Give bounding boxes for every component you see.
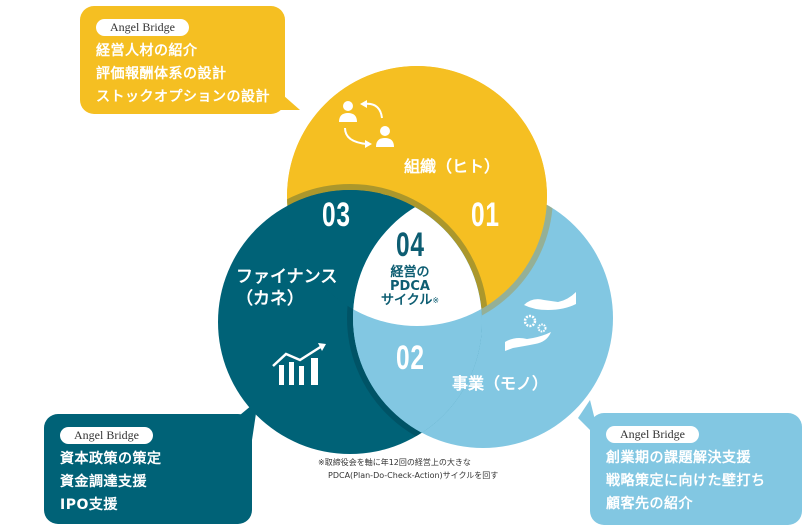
service-item: 評価報酬体系の設計	[96, 66, 227, 82]
service-item: 経営人材の紹介	[96, 43, 198, 59]
bubble-finance-services: Angel Bridge 資本政策の策定 資金調達支援 IPO支援	[44, 414, 252, 524]
angel-bridge-badge: Angel Bridge	[96, 19, 189, 36]
service-item: IPO支援	[60, 497, 118, 513]
label-finance-line2: （カネ）	[236, 289, 304, 309]
circle-number-03: 03	[322, 196, 351, 234]
footnote-line-1: ※取締役会を軸に年12回の経営上の大きな	[318, 458, 471, 467]
angel-bridge-badge: Angel Bridge	[60, 427, 153, 444]
center-line-2: PDCA	[390, 279, 430, 294]
service-item: 資本政策の策定	[60, 451, 162, 467]
bubble-organization-services: Angel Bridge 経営人材の紹介 評価報酬体系の設計 ストックオプション…	[80, 6, 285, 114]
people-exchange-icon	[339, 100, 394, 148]
circle-number-02: 02	[396, 339, 425, 377]
center-line-3: サイクル※	[380, 293, 440, 308]
label-business: 事業（モノ）	[452, 374, 549, 393]
label-finance-line1: ファイナンス	[236, 267, 338, 287]
service-item: 資金調達支援	[60, 474, 147, 490]
hands-gears-icon	[505, 292, 576, 351]
service-item: ストックオプションの設計	[96, 89, 270, 105]
footnote-line-2: PDCA(Plan-Do-Check-Action)サイクルを回す	[328, 471, 499, 480]
center-intersection	[353, 190, 482, 326]
angel-bridge-badge: Angel Bridge	[606, 426, 699, 443]
center-number-04: 04	[396, 226, 425, 264]
circle-number-01: 01	[471, 196, 500, 234]
center-pdca-text: 経営の PDCA サイクル※	[370, 266, 450, 308]
service-item: 顧客先の紹介	[606, 496, 693, 512]
bubble-business-services: Angel Bridge 創業期の課題解決支援 戦略策定に向けた壁打ち 顧客先の…	[590, 413, 802, 525]
service-item: 創業期の課題解決支援	[606, 450, 751, 466]
service-item: 戦略策定に向けた壁打ち	[606, 473, 766, 489]
growth-chart-icon	[272, 343, 326, 385]
label-organization: 組織（ヒト）	[404, 157, 501, 176]
footnote-mark: ※	[432, 296, 440, 305]
center-line-1: 経営の	[390, 265, 430, 280]
